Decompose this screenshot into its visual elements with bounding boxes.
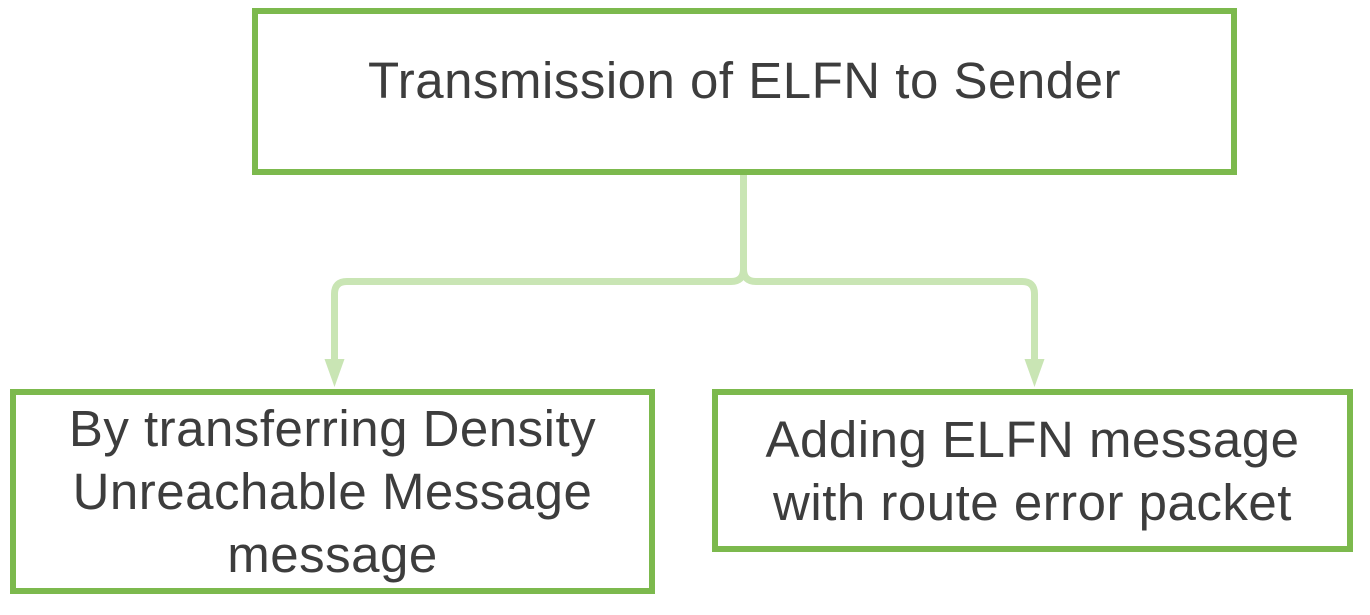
node-label: By transferring Density Unreachable Mess… <box>68 400 597 583</box>
node-label: Transmission of ELFN to Sender <box>368 52 1121 109</box>
node-elfn-with-route-error-packet: Adding ELFN message with route error pac… <box>712 389 1353 552</box>
node-density-unreachable-message: By transferring Density Unreachable Mess… <box>10 389 655 594</box>
node-label: Adding ELFN message with route error pac… <box>765 410 1300 531</box>
connector-left-branch <box>331 175 747 361</box>
connector-right-branch <box>740 175 1038 361</box>
arrow-down-icon-left <box>324 359 345 387</box>
arrow-down-icon-right <box>1024 359 1045 387</box>
node-transmission-of-elfn-to-sender: Transmission of ELFN to Sender <box>252 8 1237 175</box>
